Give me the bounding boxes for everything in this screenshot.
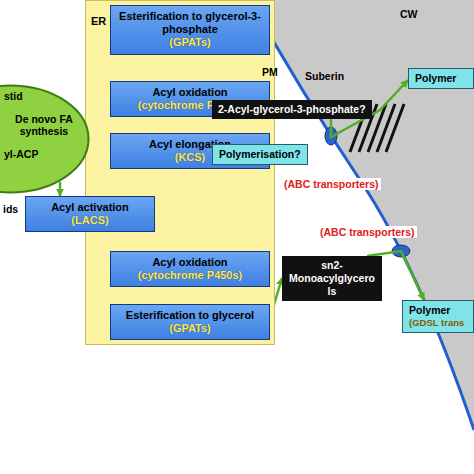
transporter-label: (ABC transporters): [282, 178, 381, 190]
metabolite-box: sn2-Monoacylglycerols: [282, 256, 382, 301]
node-title: Esterification to glycerol: [116, 309, 264, 322]
er-region: EREsterification to glycerol-3-phosphate…: [85, 0, 275, 345]
node-title: Polymer: [415, 72, 467, 85]
node-title: Acyl activation: [31, 201, 149, 214]
process-box: Esterification to glycerol-3-phosphate(G…: [110, 5, 270, 55]
node-title: Acyl oxidation: [116, 86, 264, 99]
node-title: stid: [4, 90, 90, 103]
suberin-label: Suberin: [305, 70, 344, 82]
wall-label: CW: [400, 8, 418, 20]
node-title: 2-Acyl-glycerol-3-phosphate?: [218, 103, 366, 116]
polymer-box: Polymer: [408, 68, 474, 89]
transporter-label: (ABC transporters): [318, 226, 417, 238]
node-title: Esterification to glycerol-3-phosphate: [116, 10, 264, 36]
plastid-ellipse: stid De novo FA synthesis yl-ACP: [0, 84, 90, 194]
node-subtitle: De novo FA synthesis: [8, 113, 80, 138]
membrane-label: PM: [262, 66, 278, 78]
plasma-membrane: [250, 0, 474, 430]
node-title: Polymerisation?: [219, 148, 301, 161]
metabolite-box: 2-Acyl-glycerol-3-phosphate?: [212, 100, 372, 119]
node-title: Polymer: [409, 304, 467, 317]
cell-wall: [250, 0, 474, 430]
fragment-label: ids: [3, 203, 18, 215]
node-subtitle: (GPATs): [116, 36, 264, 49]
flow-arrow: [59, 182, 62, 196]
node-title: ER: [91, 15, 107, 27]
process-box: Esterification to glycerol(GPATs): [110, 304, 270, 340]
process-box: Acyl oxidation(cytochrome P450s): [110, 251, 270, 287]
process-box: Acyl activation(LACS): [25, 196, 155, 232]
node-subtitle: (cytochrome P450s): [116, 269, 264, 282]
node-title: Acyl oxidation: [116, 256, 264, 269]
polymer-box: Polymer(GDSL trans: [402, 300, 474, 333]
node-subtitle: (LACS): [31, 214, 149, 227]
node-subtitle: (GPATs): [116, 322, 264, 335]
node-subtitle: (GDSL trans: [409, 317, 467, 329]
polymer-box: Polymerisation?: [212, 144, 308, 165]
node-subtitle: yl-ACP: [4, 148, 90, 161]
node-title: sn2-Monoacylglycerols: [288, 259, 376, 298]
